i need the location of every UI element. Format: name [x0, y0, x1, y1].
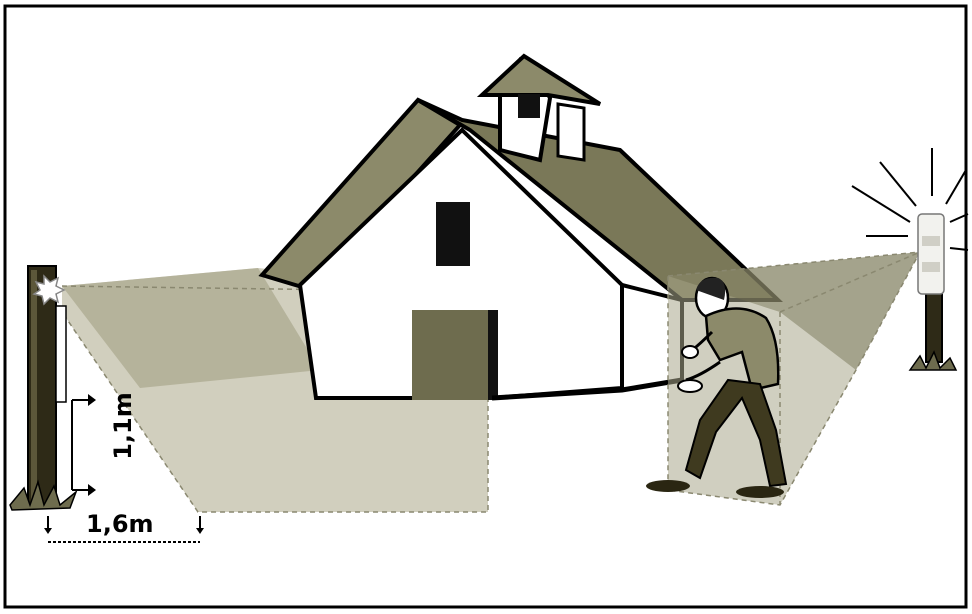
width-label: 1,6m — [86, 510, 154, 538]
house-window — [436, 202, 470, 266]
height-label: 1,1m — [109, 387, 137, 465]
house-door — [412, 310, 492, 400]
